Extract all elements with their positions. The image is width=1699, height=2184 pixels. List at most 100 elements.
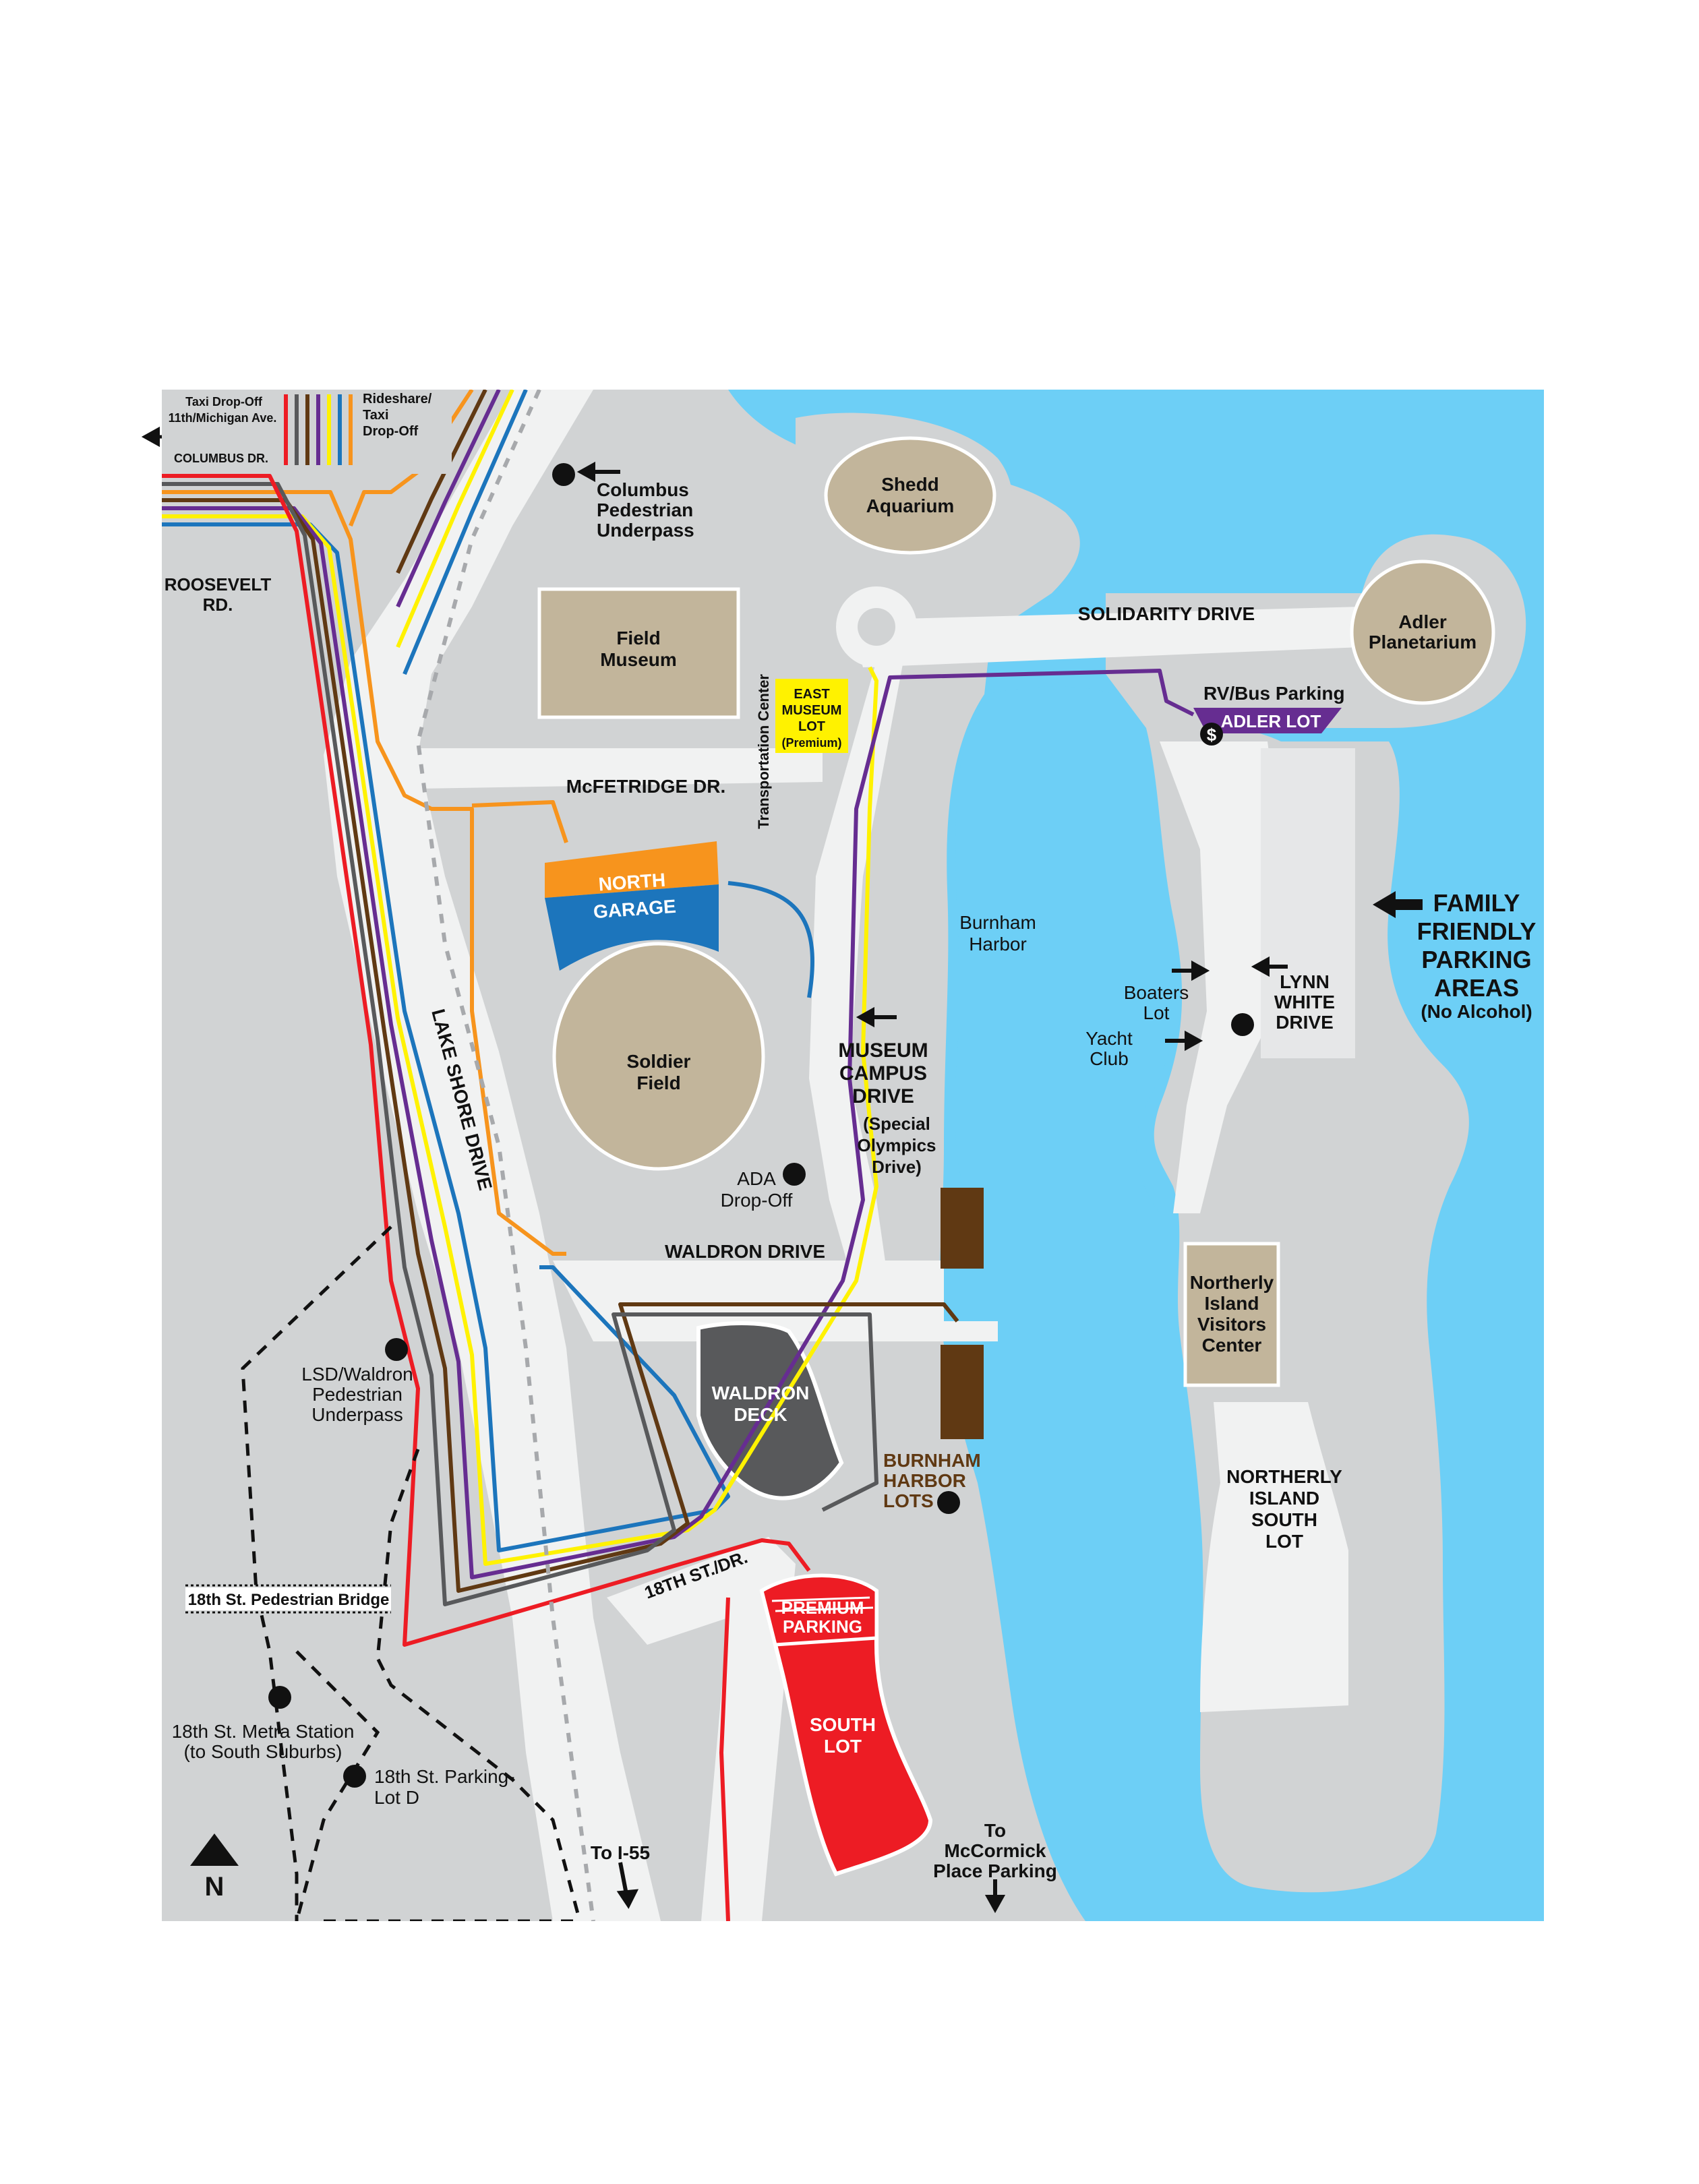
- route-purple: [162, 506, 1195, 1579]
- to-i55-label: To I-55: [591, 1842, 650, 1863]
- shedd-label-1: Shedd: [881, 474, 939, 495]
- dollar-icon: [1200, 723, 1223, 746]
- location-dots: [268, 463, 1254, 1788]
- soldier-field-building: [552, 942, 765, 1171]
- route-red: [162, 474, 811, 1647]
- route-brown-top: [396, 390, 487, 574]
- family-label-5: (No Alcohol): [1421, 1001, 1532, 1022]
- route-gray-dashed: [416, 390, 595, 1921]
- north-garage-blue: [545, 884, 719, 971]
- route-blue: [162, 522, 730, 1552]
- boaters-lot-label-1: Boaters: [1124, 982, 1189, 1003]
- lsd-waldron-label-2: Pedestrian: [312, 1384, 403, 1405]
- family-parking-arrow-icon: [1373, 891, 1423, 918]
- burnham-harbor-label-1: Burnham: [959, 912, 1036, 933]
- family-parking-area: [1261, 748, 1355, 1058]
- northerly-south-label-2: ISLAND: [1249, 1488, 1319, 1509]
- route-purple-top: [396, 390, 501, 608]
- ada-label-1: ADA: [737, 1168, 776, 1189]
- taxi-dropoff-label: Taxi Drop-Off: [185, 395, 263, 408]
- field-museum-label-1: Field: [616, 628, 660, 648]
- south-lot-label-1: SOUTH: [810, 1714, 876, 1735]
- lot-d-label-2: Lot D: [374, 1787, 419, 1808]
- route-yellow: [162, 514, 878, 1566]
- yacht-club-label-2: Club: [1090, 1048, 1129, 1069]
- location-dot-icon: [268, 1686, 291, 1709]
- special-olympics-label-1: (Special: [863, 1114, 930, 1134]
- rv-bus-parking-label: RV/Bus Parking: [1203, 683, 1345, 704]
- lot-d-label-1: 18th St. Parking-: [374, 1766, 515, 1787]
- shedd-label-2: Aquarium: [866, 495, 955, 516]
- rideshare-label-1: Rideshare/: [363, 392, 432, 406]
- roosevelt-label-1: ROOSEVELT: [165, 574, 272, 595]
- burnham-lots-label-1: BURNHAM: [883, 1450, 981, 1471]
- field-museum-building: [537, 587, 740, 719]
- lynn-white-label-1: LYNN: [1280, 971, 1330, 992]
- premium-parking-label-1: PREMIUM: [781, 1598, 864, 1618]
- field-museum-label-2: Museum: [600, 649, 677, 670]
- waldron-drive-label: WALDRON DRIVE: [665, 1241, 825, 1262]
- mccormick-label-3: Place Parking: [933, 1860, 1057, 1881]
- solidarity-drive-road: [850, 607, 1362, 667]
- yacht-club-label-1: Yacht: [1085, 1028, 1133, 1049]
- east-museum-lot: [775, 679, 848, 753]
- columbus-underpass-label-2: Pedestrian: [597, 499, 693, 520]
- rideshare-label-3: Drop-Off: [363, 424, 419, 439]
- east-museum-lot-label-1: EAST: [794, 687, 829, 702]
- route-orange-garage: [471, 800, 568, 843]
- ped-bridge-label: 18th St. Pedestrian Bridge: [188, 1591, 390, 1609]
- family-label-1: FAMILY: [1433, 889, 1520, 917]
- mcfetridge-label: McFETRIDGE DR.: [566, 776, 725, 797]
- ada-label-2: Drop-Off: [721, 1190, 793, 1211]
- dollar-symbol: $: [1207, 725, 1217, 745]
- location-dot-icon: [783, 1163, 806, 1186]
- route-lines: [162, 390, 1195, 1921]
- south-lot-label-2: LOT: [824, 1736, 862, 1757]
- north-label: N: [205, 1872, 225, 1902]
- waldron-deck-label-2: DECK: [734, 1404, 787, 1425]
- location-dot-icon: [937, 1491, 960, 1514]
- burnham-lots-label-2: HARBOR: [883, 1470, 966, 1491]
- adler-label-2: Planetarium: [1369, 632, 1477, 653]
- museum-campus-road: [809, 661, 903, 1294]
- adler-lot-label: ADLER LOT: [1221, 711, 1321, 731]
- mccormick-label-2: McCormick: [945, 1840, 1046, 1861]
- taxi-dropoff-addr-label: 11th/Michigan Ave.: [169, 411, 277, 425]
- family-label-2: FRIENDLY: [1417, 917, 1537, 945]
- transportation-center-label: Transportation Center: [755, 674, 772, 829]
- north-garage-label-1: NORTH: [598, 870, 666, 895]
- lsd-waldron-label-3: Underpass: [311, 1404, 403, 1425]
- location-dot-icon: [343, 1765, 366, 1788]
- waldron-drive-road: [553, 1261, 998, 1341]
- north-garage-orange: [545, 841, 719, 898]
- family-label-3: PARKING: [1421, 946, 1531, 973]
- special-olympics-label-2: Olympics: [857, 1135, 936, 1155]
- soldier-field-label-1: Soldier: [627, 1051, 691, 1072]
- lynn-white-drive-road: [1160, 741, 1281, 1213]
- east-museum-lot-label-2: MUSEUM: [782, 703, 842, 718]
- eighteenth-st-road: [607, 1537, 796, 1921]
- northerly-visitors-label-1: Northerly: [1190, 1272, 1274, 1293]
- burnham-harbor-label-2: Harbor: [969, 934, 1027, 954]
- route-brown: [162, 498, 959, 1593]
- route-gray: [162, 482, 878, 1606]
- roosevelt-label-2: RD.: [203, 595, 233, 615]
- family-label-4: AREAS: [1434, 974, 1519, 1002]
- mcfetridge-road: [378, 748, 823, 789]
- metra-label-2: (to South Suburbs): [183, 1741, 342, 1762]
- adler-label-1: Adler: [1398, 611, 1447, 632]
- east-museum-lot-label-4: (Premium): [781, 736, 841, 750]
- burnham-harbor-lot-south: [941, 1345, 984, 1439]
- special-olympics-label-3: Drive): [872, 1157, 922, 1177]
- premium-parking-label-2: PARKING: [783, 1616, 862, 1637]
- metra-label-1: 18th St. Metra Station: [172, 1721, 355, 1742]
- burnham-lots-label-3: LOTS: [883, 1490, 934, 1511]
- northerly-island-visitors-center: [1183, 1242, 1280, 1387]
- northerly-island-south-lot: [1200, 1402, 1348, 1712]
- columbus-underpass-label-1: Columbus: [597, 479, 689, 500]
- pedestrian-paths: [241, 1225, 582, 1921]
- lsd-waldron-label-1: LSD/Waldron: [301, 1364, 413, 1385]
- adler-planetarium-building: [1350, 559, 1495, 705]
- route-blue-garage: [727, 881, 814, 998]
